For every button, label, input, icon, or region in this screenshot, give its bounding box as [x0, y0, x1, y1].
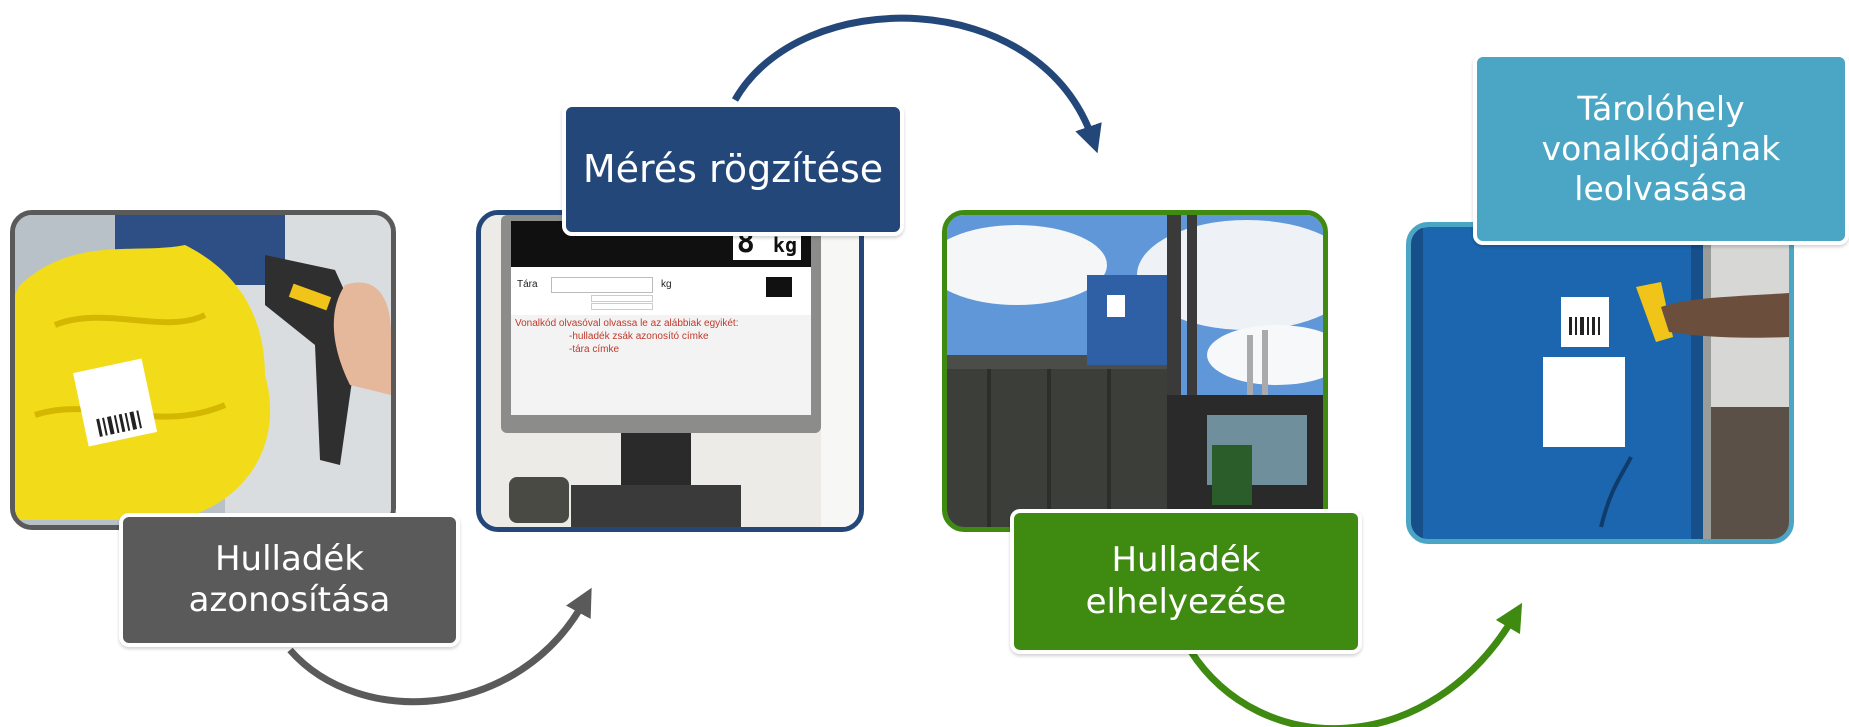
scan-instruction: Vonalkód olvasóval olvassa le az alábbia…: [515, 318, 739, 329]
barcode-scanner-icon: [509, 477, 569, 523]
yellow-waste-bag-icon: [15, 215, 391, 525]
weight-unit: kg: [772, 233, 797, 257]
forklift-photo: [942, 210, 1328, 532]
tara-unit: kg: [661, 279, 672, 290]
step-label-weight-recording: Mérés rögzítése: [562, 103, 904, 236]
tara-input: [551, 277, 653, 293]
arrow-step1-to-step2: [287, 587, 592, 706]
scale-monitor-photo: 8 kg Tára kg Vonalkód olvasóval olvassa …: [476, 210, 864, 532]
forklift-container-icon: [947, 215, 1323, 527]
container-scan-photo: [1406, 222, 1794, 544]
step-label-waste-identification: Hulladék azonosítása: [119, 513, 460, 647]
scan-option-bag-label: -hulladék zsák azonosító címke: [569, 331, 709, 342]
arrow-step2-to-step3: [731, 14, 1102, 154]
bag-scan-photo: [10, 210, 396, 530]
tara-label: Tára: [517, 279, 538, 290]
step-label-storage-barcode-reading: Tárolóhely vonalkódjának leolvasása: [1473, 53, 1849, 245]
step-label-waste-placement: Hulladék elhelyezése: [1010, 509, 1362, 654]
monitor-screen: 8 kg Tára kg Vonalkód olvasóval olvassa …: [511, 221, 811, 415]
arrow-step3-to-step4: [1187, 602, 1523, 727]
scan-option-tare-label: -tára címke: [569, 344, 620, 355]
blue-container-barcode-icon: [1411, 227, 1789, 539]
